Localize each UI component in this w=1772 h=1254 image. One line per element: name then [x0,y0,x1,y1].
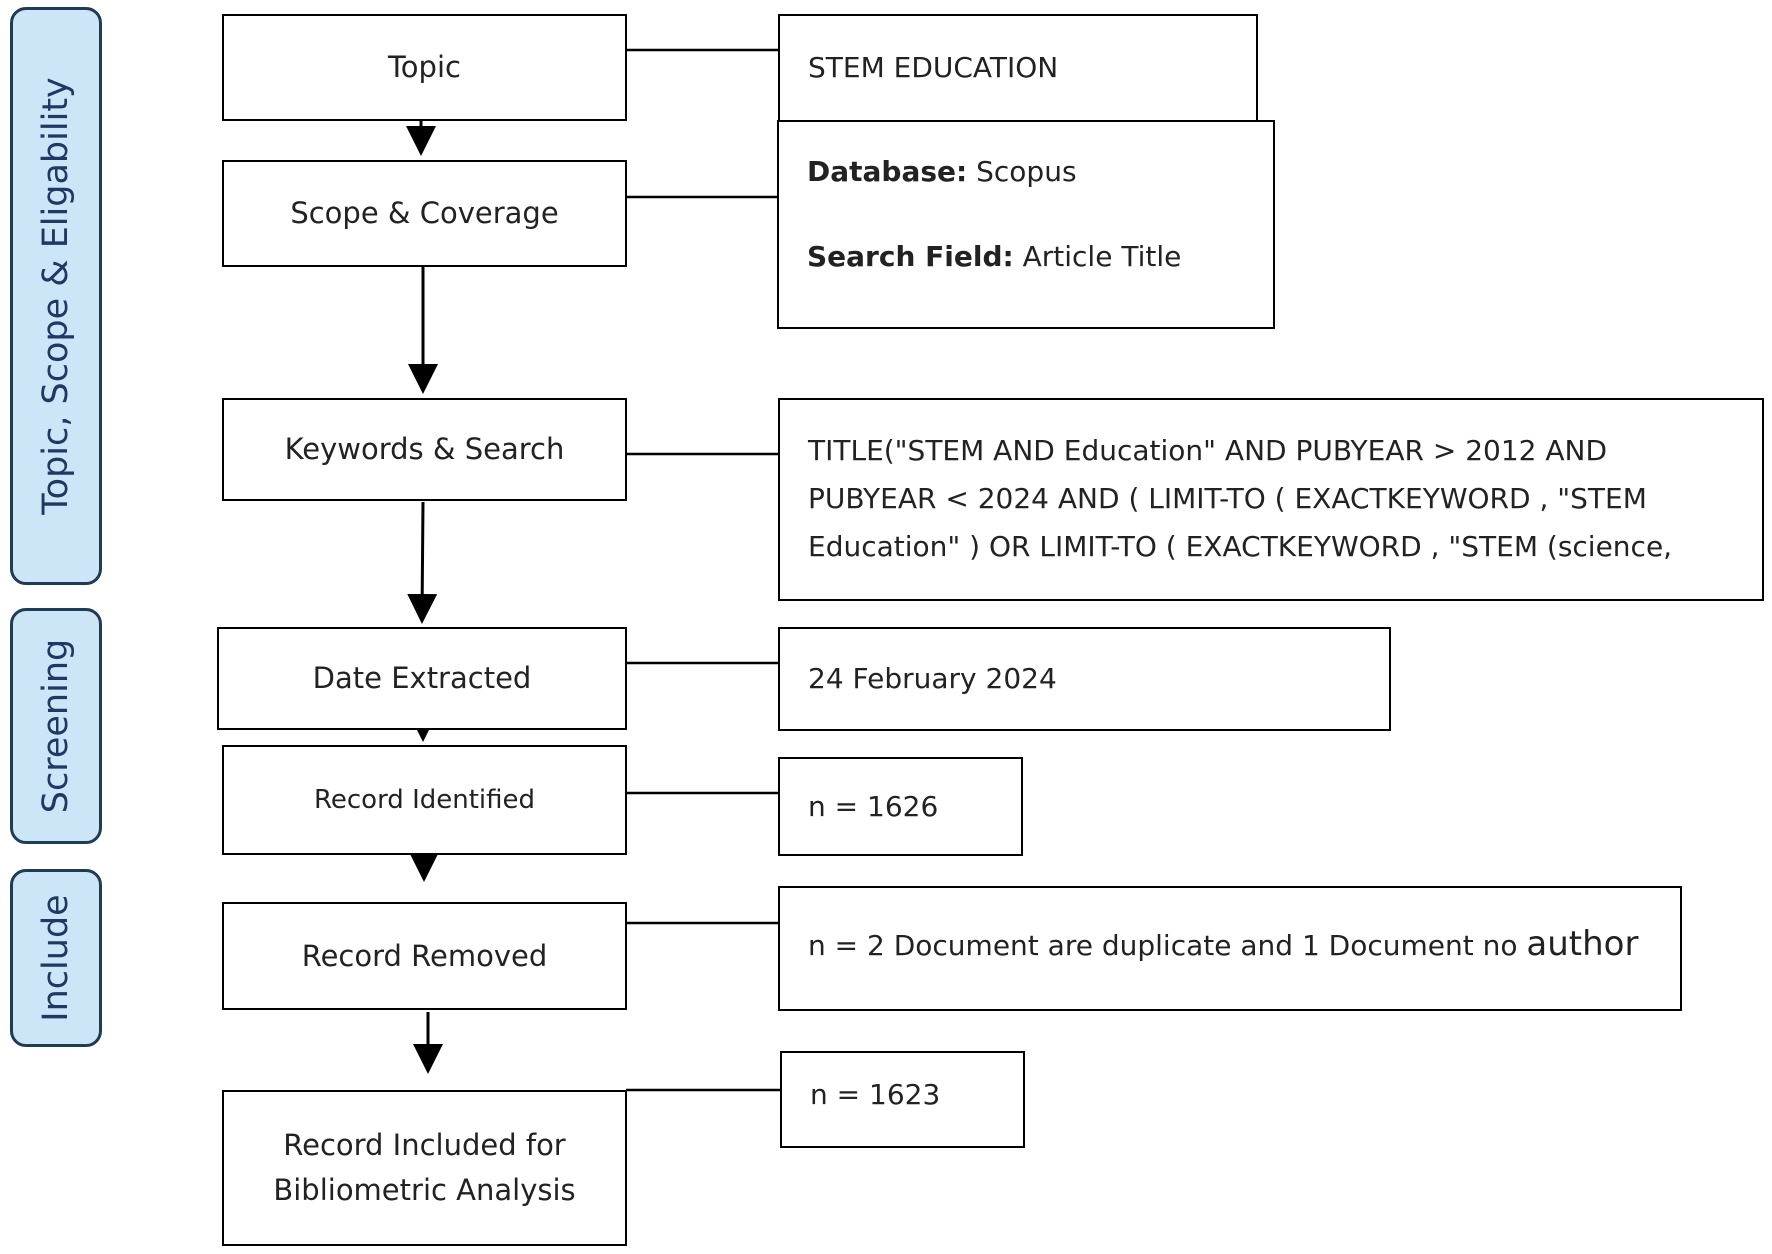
detail-removed-text: n = 2 Document are duplicate and 1 Docum… [808,918,1638,971]
detail-removed-tail: author [1526,924,1639,965]
step-record-removed: Record Removed [222,902,627,1010]
detail-included: n = 1623 [780,1051,1025,1148]
step-keywords-label: Keywords & Search [284,432,565,467]
detail-date: 24 February 2024 [778,627,1391,731]
step-removed-label: Record Removed [301,938,548,973]
step-record-included: Record Included for Bibliometric Analysi… [222,1090,627,1246]
detail-topic-text: STEM EDUCATION [808,51,1059,85]
query-line-1: TITLE("STEM AND Education" AND PUBYEAR >… [808,434,1608,467]
step-included-label: Record Included for Bibliometric Analysi… [273,1123,575,1213]
step-date-label: Date Extracted [312,661,532,696]
detail-search-field: Search Field: Article Title [807,235,1273,278]
step-record-identified: Record Identified [222,745,627,855]
detail-removed-main: n = 2 Document are duplicate and 1 Docum… [808,929,1527,963]
database-label: Database: [807,155,968,188]
detail-scope: Database: Scopus Search Field: Article T… [777,120,1275,329]
query-line-3: Education" ) OR LIMIT-TO ( EXACTKEYWORD … [808,530,1673,563]
step-topic-label: Topic [388,50,461,85]
step-scope-label: Scope & Coverage [290,196,559,231]
detail-database: Database: Scopus [807,150,1273,193]
database-value: Scopus [967,155,1077,188]
step-keywords-search: Keywords & Search [222,398,627,501]
query-line-2: PUBYEAR < 2024 AND ( LIMIT-TO ( EXACTKEY… [808,482,1647,515]
step-included-line2: Bibliometric Analysis [273,1173,576,1207]
phase-include: Include [10,869,102,1047]
detail-removed: n = 2 Document are duplicate and 1 Docum… [778,886,1682,1011]
detail-identified: n = 1626 [778,757,1023,856]
step-date-extracted: Date Extracted [217,627,627,730]
detail-keywords-query: TITLE("STEM AND Education" AND PUBYEAR >… [778,398,1764,601]
detail-topic: STEM EDUCATION [778,14,1258,122]
step-included-line1: Record Included for [283,1128,566,1163]
arrow-keywords-to-date [407,501,438,624]
search-field-value: Article Title [1013,240,1182,274]
search-field-label: Search Field: [807,240,1014,274]
phase-topic-scope-eligibility: Topic, Scope & Eligability [10,7,102,585]
detail-included-text: n = 1623 [810,1077,941,1111]
step-identified-label: Record Identified [313,784,536,815]
detail-date-text: 24 February 2024 [808,662,1057,696]
detail-identified-text: n = 1626 [808,789,939,823]
step-topic: Topic [222,14,627,121]
step-scope-coverage: Scope & Coverage [222,160,627,267]
phase-screening: Screening [10,608,102,844]
